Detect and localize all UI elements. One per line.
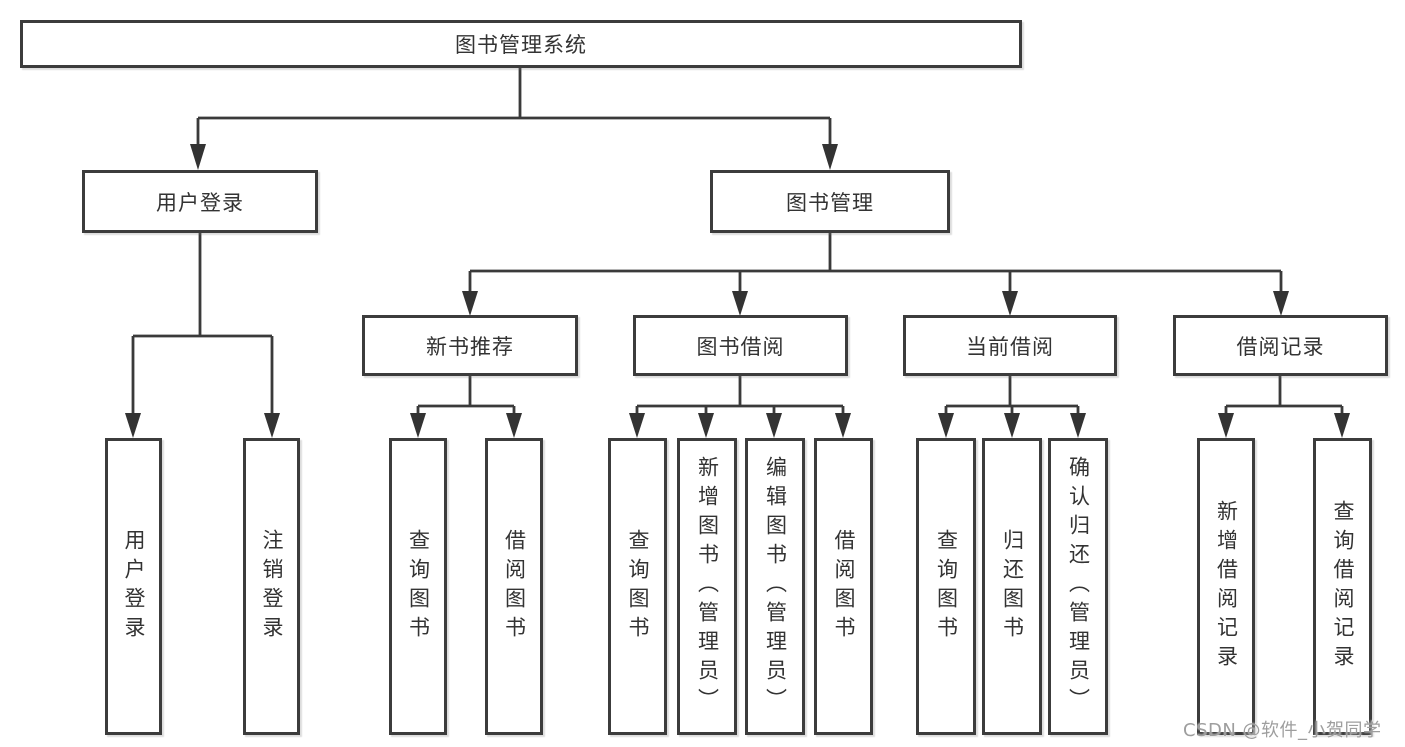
leaf-current-query-books-label: 查询图书 [934,528,959,645]
node-borrow-records-label: 借阅记录 [1236,334,1325,359]
leaf-new-books-borrow-label: 借阅图书 [502,528,527,645]
node-user-login-label: 用户登录 [156,190,244,215]
leaf-logout: 注销登录 [243,438,300,735]
node-root: 图书管理系统 [20,20,1022,68]
leaf-borrow-add-books-label: 新增图书（管理员） [695,456,720,717]
node-book-management-label: 图书管理 [786,190,874,215]
leaf-borrow-edit-books-label: 编辑图书（管理员） [763,456,788,717]
connector-root [196,68,832,146]
connector-current-borrow [944,376,1080,414]
leaf-current-confirm-return: 确认归还（管理员） [1048,438,1108,735]
leaf-borrow-borrow-books: 借阅图书 [814,438,873,735]
connector-borrow-records [1224,376,1344,414]
leaf-user-login-label: 用户登录 [122,528,146,645]
node-user-login: 用户登录 [82,170,318,233]
leaf-new-books-borrow: 借阅图书 [485,438,543,735]
node-book-borrow: 图书借阅 [633,315,848,376]
node-new-books: 新书推荐 [362,315,578,376]
leaf-borrow-query-books-label: 查询图书 [626,528,650,645]
connector-user-login [131,233,274,414]
leaf-records-query-label: 查询借阅记录 [1331,499,1355,674]
leaf-current-confirm-return-label: 确认归还（管理员） [1066,456,1091,717]
leaf-user-login: 用户登录 [105,438,162,735]
leaf-borrow-query-books: 查询图书 [608,438,667,735]
node-current-borrow: 当前借阅 [903,315,1117,376]
leaf-records-add: 新增借阅记录 [1197,438,1255,735]
node-new-books-label: 新书推荐 [426,334,514,359]
connector-book-management [468,233,1283,292]
watermark: CSDN @软件_小贺同学 [1183,720,1382,741]
leaf-borrow-add-books: 新增图书（管理员） [677,438,737,735]
leaf-new-books-query-label: 查询图书 [406,528,431,645]
leaf-current-return-books: 归还图书 [982,438,1042,735]
arrowheads [125,144,1350,438]
leaf-logout-label: 注销登录 [260,528,284,645]
leaf-borrow-edit-books: 编辑图书（管理员） [745,438,805,735]
leaf-current-query-books: 查询图书 [916,438,976,735]
node-current-borrow-label: 当前借阅 [966,334,1054,359]
leaf-records-query: 查询借阅记录 [1313,438,1372,735]
connector-new-books [416,376,516,414]
node-borrow-records: 借阅记录 [1173,315,1388,376]
leaf-new-books-query: 查询图书 [389,438,447,735]
connector-book-borrow [635,376,845,414]
leaf-records-add-label: 新增借阅记录 [1214,499,1239,674]
leaf-borrow-borrow-books-label: 借阅图书 [832,528,856,645]
leaf-current-return-books-label: 归还图书 [1000,528,1025,645]
node-root-label: 图书管理系统 [455,33,587,57]
node-book-borrow-label: 图书借阅 [696,334,785,359]
node-book-management: 图书管理 [710,170,950,233]
